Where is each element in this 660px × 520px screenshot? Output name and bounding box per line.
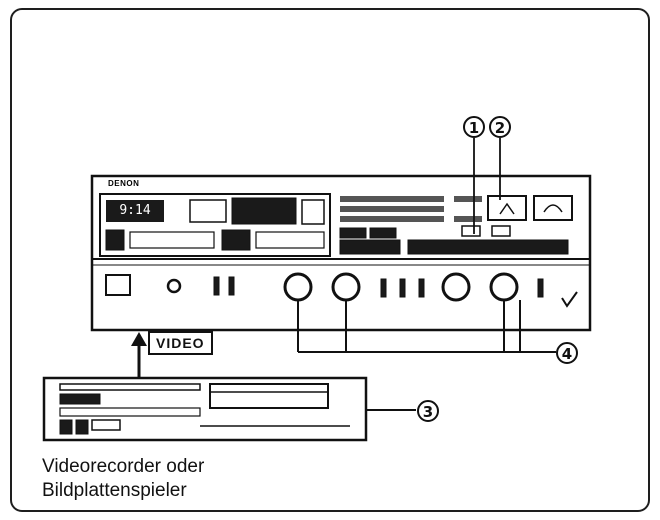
callout-4-bracket: [297, 300, 556, 353]
diagram-frame: [10, 8, 650, 512]
brand-logo: DENON: [108, 179, 140, 188]
display-readout: 9:14: [106, 200, 164, 222]
device-caption: Videorecorder oder Bildplattenspieler: [42, 455, 204, 503]
callout-4: 4: [556, 342, 578, 364]
video-recorder: [42, 376, 416, 442]
callout-1: 1: [463, 116, 485, 138]
caption-line-1: Videorecorder oder: [42, 456, 205, 477]
callout-2: 2: [489, 116, 511, 138]
callout-leaders-top: [473, 138, 501, 234]
arrow-up: [131, 332, 147, 378]
caption-line-2: Bildplattenspieler: [42, 480, 187, 501]
video-input-label: VIDEO: [148, 331, 213, 355]
callout-3: 3: [417, 400, 439, 422]
amplifier-front-panel: [90, 174, 592, 332]
